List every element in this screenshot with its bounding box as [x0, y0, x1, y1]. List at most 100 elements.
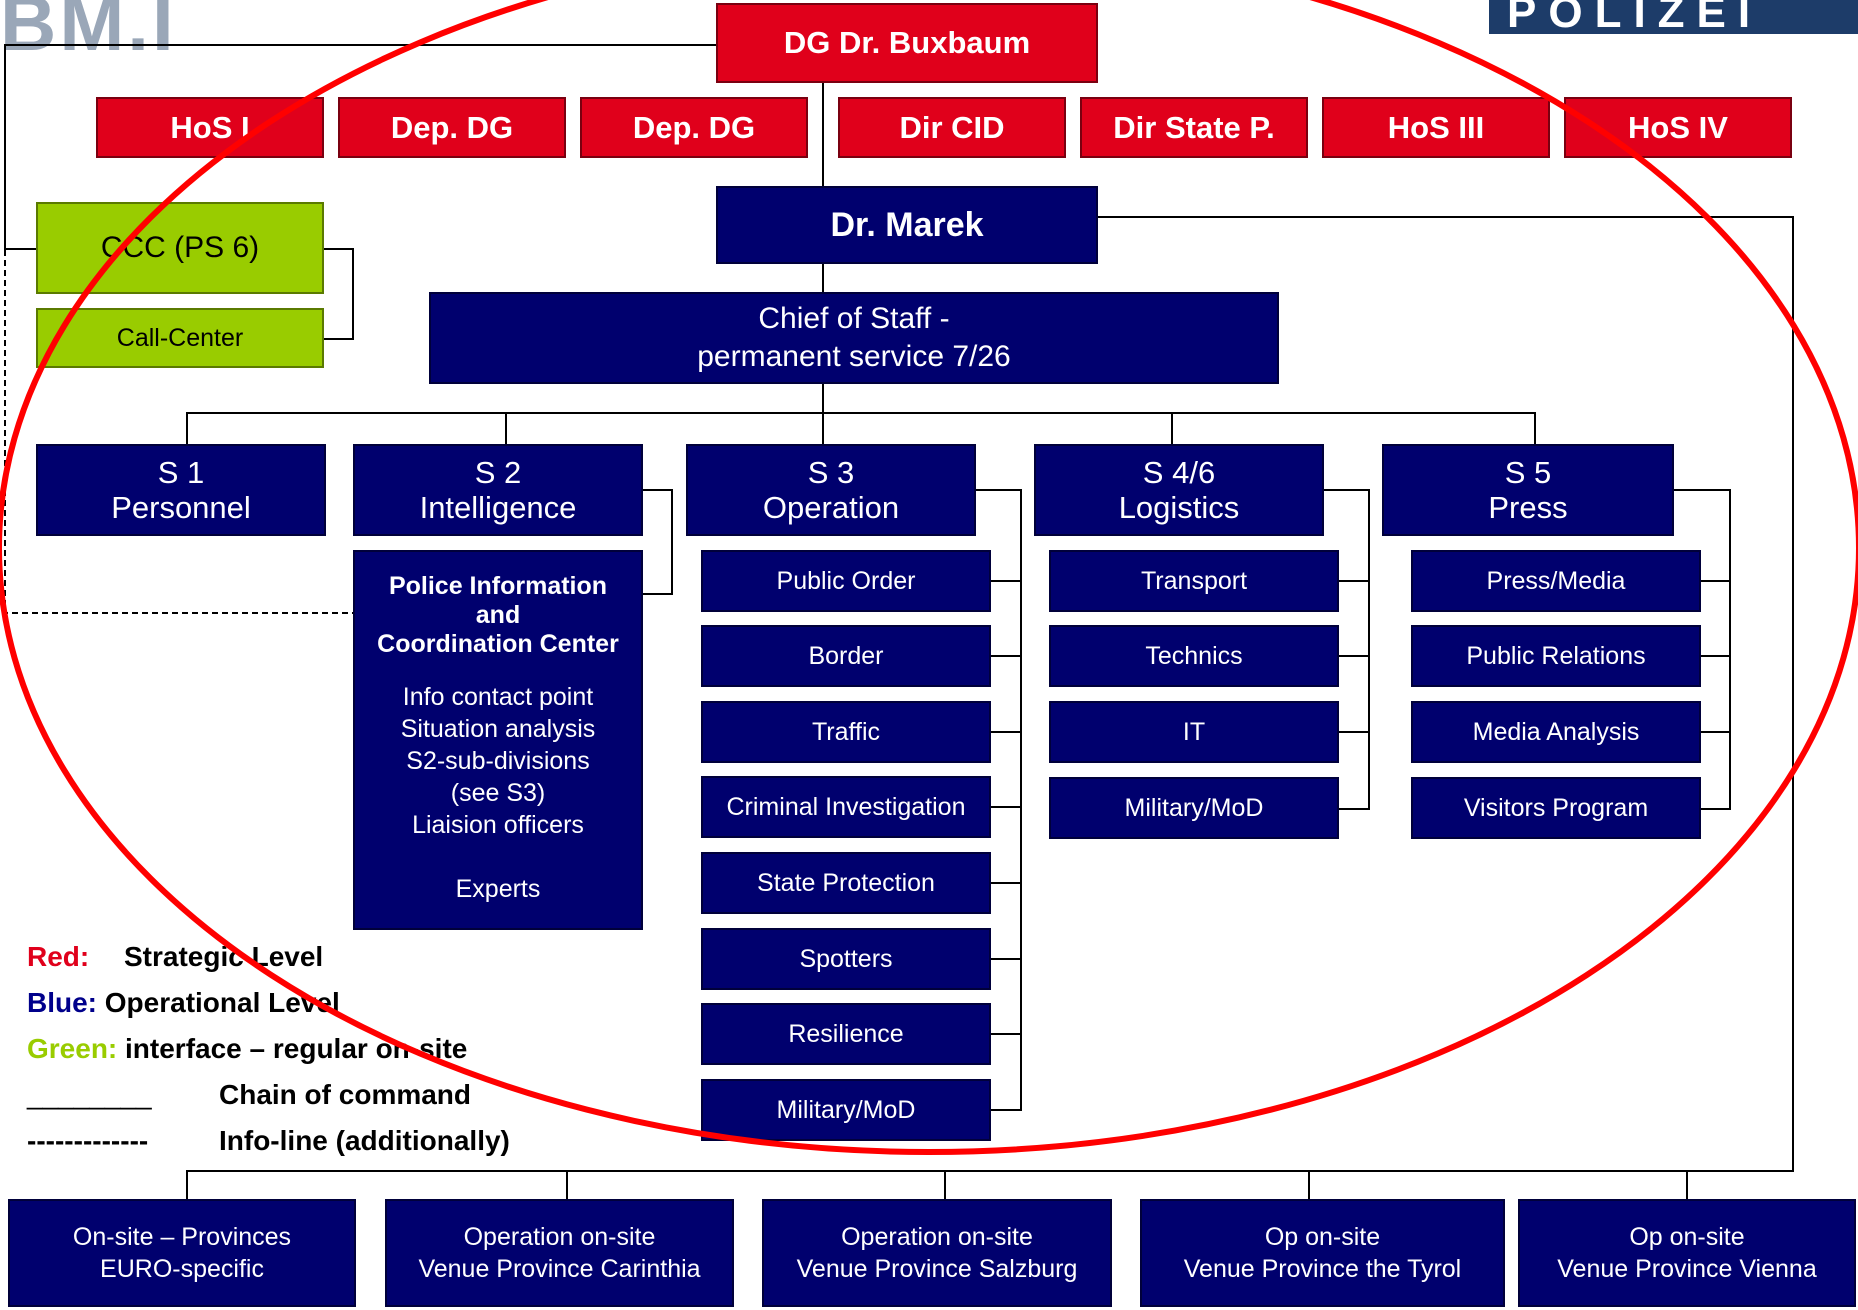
picc-item: Liaision officers	[412, 811, 584, 839]
onsite-line-2: Venue Province Carinthia	[418, 1255, 701, 1283]
section-name: Logistics	[1118, 490, 1240, 525]
picc-item: (see S3)	[450, 779, 546, 807]
s3-item-label: Resilience	[788, 1020, 904, 1048]
s3-item-resilience: Resilience	[701, 1003, 991, 1065]
connector-s3-tick	[990, 1033, 1022, 1035]
s3-item-criminal-investigation: Criminal Investigation	[701, 776, 991, 838]
s5-item-label: Press/Media	[1486, 567, 1626, 595]
dg-label: DG Dr. Buxbaum	[783, 25, 1031, 60]
s5-item-visitors-program: Visitors Program	[1411, 777, 1701, 839]
picc-title-3: Coordination Center	[377, 630, 619, 658]
connector-s5-drop	[1534, 412, 1536, 444]
connector-s2-right	[641, 489, 673, 491]
onsite-box-provinces: On-site – Provinces EURO-specific	[8, 1199, 356, 1307]
section-number: S 4/6	[1142, 455, 1216, 490]
ccc-label: CCC (PS 6)	[100, 231, 260, 264]
section-name: Operation	[762, 490, 900, 525]
connector-s3-tick	[990, 958, 1022, 960]
s3-item-label: Traffic	[811, 718, 881, 746]
connector-s5-tick	[1700, 808, 1731, 810]
connector-s5-spine	[1729, 489, 1731, 810]
connector-s4-drop	[1171, 412, 1173, 444]
onsite-line-2: EURO-specific	[100, 1255, 264, 1283]
onsite-line-1: On-site – Provinces	[72, 1223, 292, 1251]
connector-bottom-drop-1	[186, 1170, 188, 1200]
connector-bottom-drop-2	[566, 1170, 568, 1200]
section-box-s1: S 1 Personnel	[36, 444, 326, 536]
connector-s3-tick	[990, 580, 1022, 582]
legend-dashed-text: Info-line (additionally)	[219, 1125, 510, 1156]
legend-blue: Blue: Operational Level	[27, 987, 340, 1019]
connector-s3-right	[974, 489, 1022, 491]
onsite-line-1: Op on-site	[1629, 1223, 1745, 1251]
s4-item-technics: Technics	[1049, 625, 1339, 687]
connector-s4-right	[1322, 489, 1370, 491]
onsite-line-1: Operation on-site	[841, 1223, 1033, 1251]
connector-s4-tick	[1338, 731, 1370, 733]
picc-title-1: Police Information	[388, 572, 608, 600]
connector-s4-tick	[1338, 580, 1370, 582]
section-number: S 3	[807, 455, 855, 490]
s5-item-label: Visitors Program	[1463, 794, 1649, 822]
s5-item-press-media: Press/Media	[1411, 550, 1701, 612]
s5-item-public-relations: Public Relations	[1411, 625, 1701, 687]
legend-dashed-symbol: -------------	[27, 1125, 149, 1156]
picc-item: Info contact point	[402, 683, 594, 711]
s5-item-media-analysis: Media Analysis	[1411, 701, 1701, 763]
connector-s3-tick	[990, 882, 1022, 884]
legend-green: Green: interface – regular on-site	[27, 1033, 467, 1065]
s3-item-label: Criminal Investigation	[726, 793, 966, 821]
s3-item-public-order: Public Order	[701, 550, 991, 612]
connector-marek-chief	[822, 262, 824, 292]
connector-s5-tick	[1700, 580, 1731, 582]
connector-s5-tick	[1700, 655, 1731, 657]
connector-bottom-bus	[186, 1170, 1794, 1172]
s3-item-military-mod: Military/MoD	[701, 1079, 991, 1141]
marek-label: Dr. Marek	[830, 205, 984, 244]
connector-s5-tick	[1700, 731, 1731, 733]
section-number: S 1	[157, 455, 205, 490]
legend-blue-text: Operational Level	[104, 987, 340, 1018]
connector-marek-right	[1096, 216, 1794, 218]
call-center-label: Call-Center	[116, 323, 244, 352]
s3-item-label: Border	[808, 642, 884, 670]
onsite-box-salzburg: Operation on-site Venue Province Salzbur…	[762, 1199, 1112, 1307]
call-center-box: Call-Center	[36, 308, 324, 368]
section-name: Personnel	[111, 490, 251, 525]
picc-item: Situation analysis	[400, 715, 596, 743]
connector-s5-right	[1672, 489, 1731, 491]
s3-item-spotters: Spotters	[701, 928, 991, 990]
connector-s3-spine	[1020, 489, 1022, 1111]
legend-blue-key: Blue:	[27, 987, 97, 1018]
onsite-box-tyrol: Op on-site Venue Province the Tyrol	[1140, 1199, 1505, 1307]
onsite-line-2: Venue Province the Tyrol	[1183, 1255, 1462, 1283]
connector-dg-marek	[822, 82, 824, 186]
onsite-line-2: Venue Province Vienna	[1557, 1255, 1817, 1283]
strategic-box-hos-iv: HoS IV	[1564, 97, 1792, 158]
picc-box: Police Information and Coordination Cent…	[353, 550, 643, 930]
s3-item-label: Spotters	[799, 945, 893, 973]
connector-picc-right	[641, 593, 673, 595]
onsite-line-1: Op on-site	[1264, 1223, 1381, 1251]
s4-item-label: Technics	[1145, 642, 1243, 670]
legend-green-text: interface – regular on-site	[125, 1033, 468, 1064]
section-number: S 5	[1504, 455, 1552, 490]
connector-sections-bus	[186, 412, 1536, 414]
strategic-box-dir-state-p: Dir State P.	[1080, 97, 1308, 158]
connector-s3-tick	[990, 731, 1022, 733]
section-box-s5: S 5 Press	[1382, 444, 1674, 536]
s4-item-label: Military/MoD	[1124, 794, 1264, 822]
connector-bottom-drop-4	[1308, 1170, 1310, 1200]
s4-item-military-mod: Military/MoD	[1049, 777, 1339, 839]
strategic-box-dep-dg-1: Dep. DG	[338, 97, 566, 158]
strategic-label: HoS IV	[1628, 109, 1728, 145]
s5-item-label: Public Relations	[1466, 642, 1646, 670]
chief-line-1: Chief of Staff -	[758, 302, 950, 335]
connector-right-vertical	[1792, 216, 1794, 1172]
polizei-logo: POLIZEI	[1489, 0, 1858, 34]
strategic-label: Dep. DG	[390, 109, 514, 145]
strategic-label: Dir State P.	[1113, 109, 1275, 145]
section-box-s2: S 2 Intelligence	[353, 444, 643, 536]
connector-s2-bracket	[671, 489, 673, 595]
connector-s3-tick	[990, 806, 1022, 808]
